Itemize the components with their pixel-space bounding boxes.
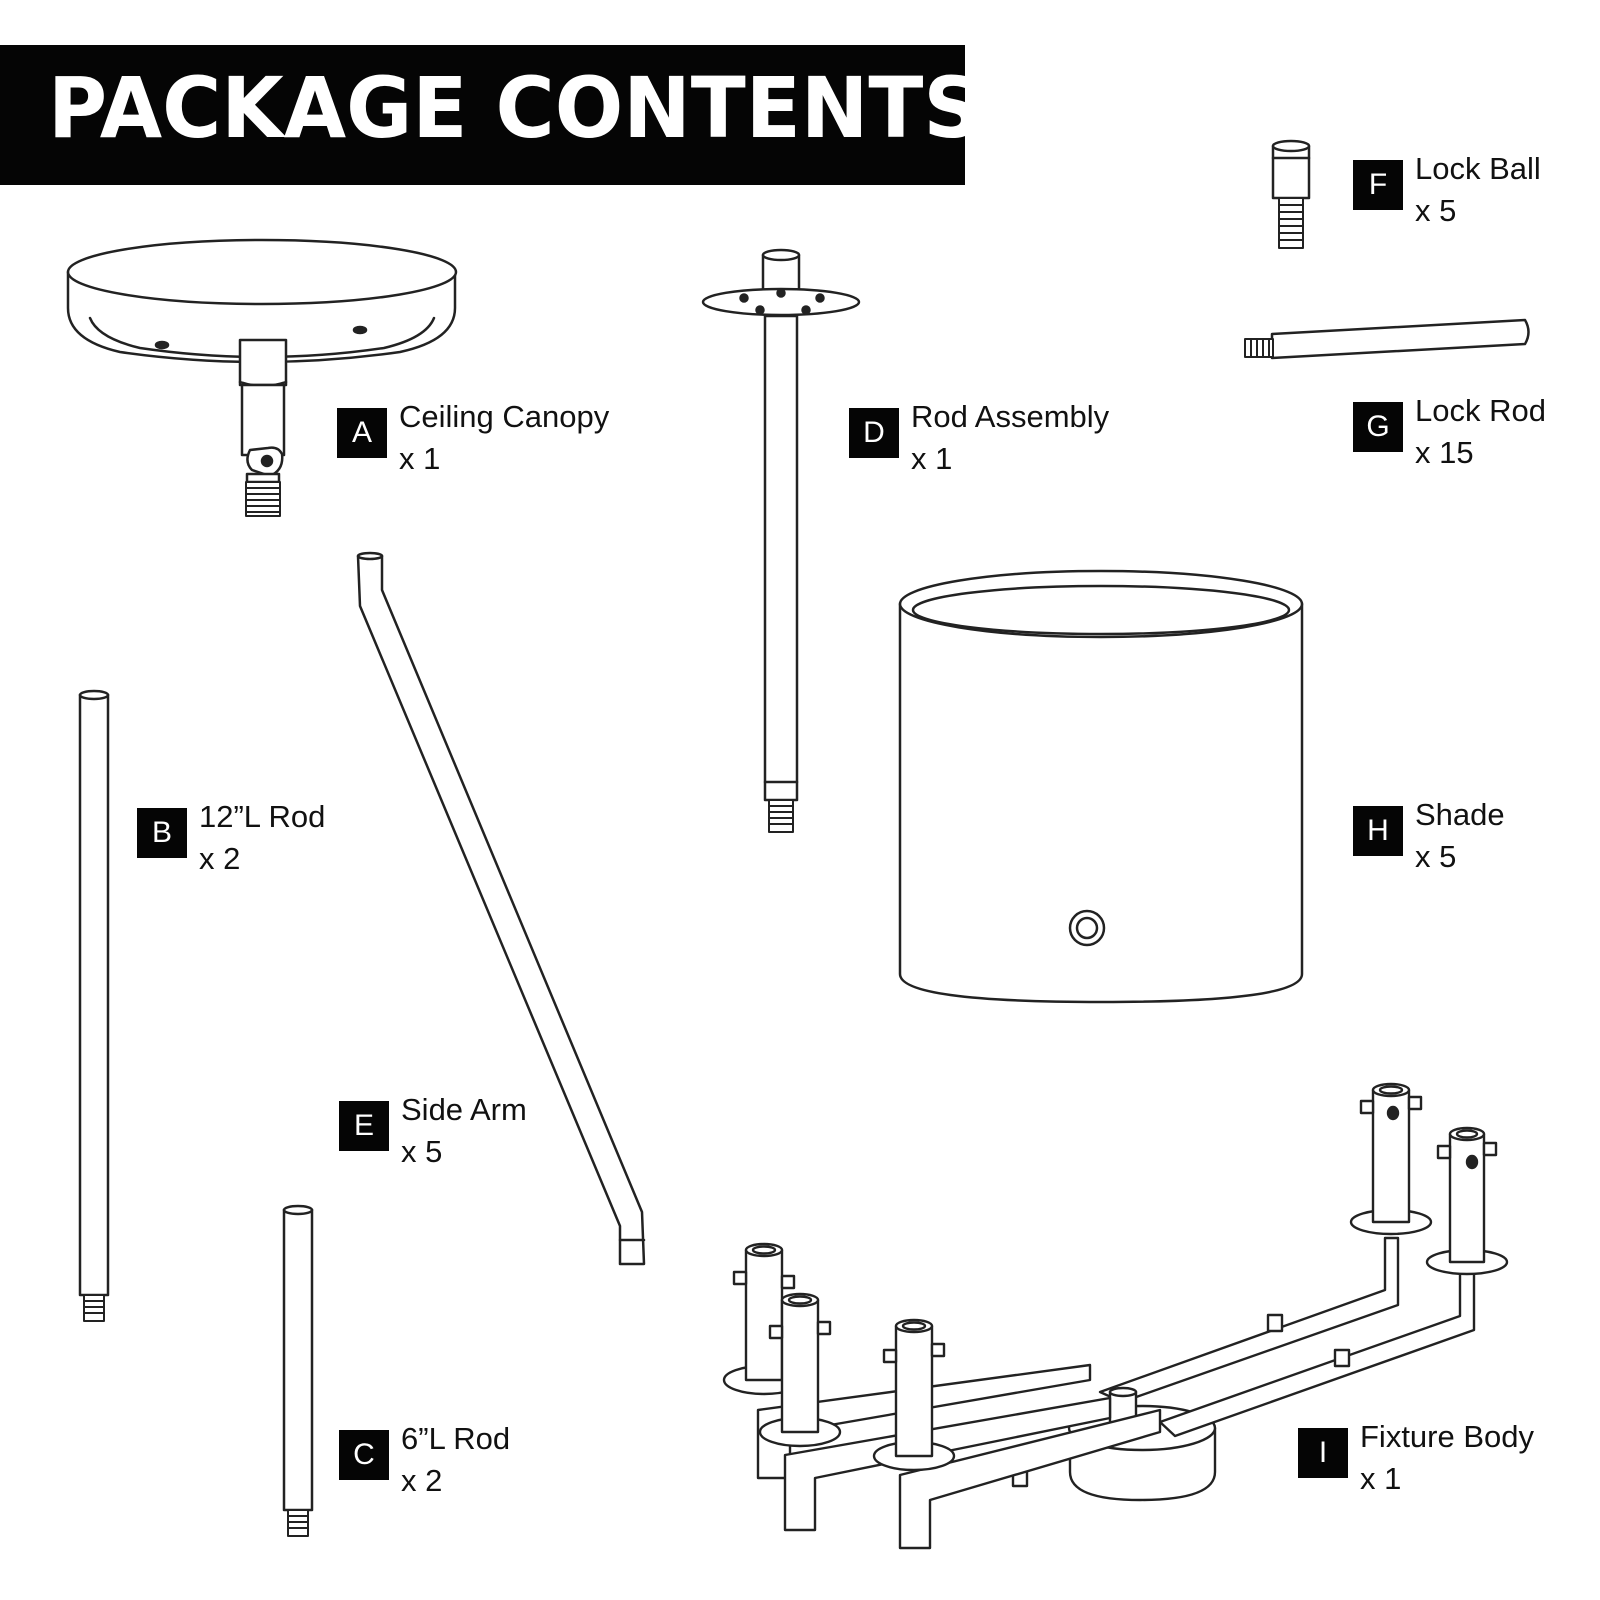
shade-drawing [898,569,1304,1004]
part-name: 12”L Rod [199,799,326,834]
fixture-body-drawing [722,1082,1509,1550]
part-label-d: D Rod Assembly x 1 [849,396,1109,480]
lock-ball-drawing [1271,139,1311,249]
part-letter-badge: B [137,808,187,858]
part-label-g: G Lock Rod x 15 [1353,390,1546,474]
part-letter-badge: G [1353,402,1403,452]
part-quantity: x 15 [1415,435,1474,470]
part-letter-badge: E [339,1101,389,1151]
part-quantity: x 1 [911,441,953,476]
part-name: Side Arm [401,1092,527,1127]
part-label-c: C 6”L Rod x 2 [339,1418,510,1502]
part-name: Lock Ball [1415,151,1541,186]
part-label-h: H Shade x 5 [1353,794,1505,878]
part-quantity: x 5 [401,1134,443,1169]
part-label-f: F Lock Ball x 5 [1353,148,1541,232]
part-quantity: x 1 [399,441,441,476]
side-arm-drawing [356,551,646,1266]
part-quantity: x 5 [1415,839,1457,874]
part-letter-badge: D [849,408,899,458]
part-name: 6”L Rod [401,1421,511,1456]
page-title: PACKAGE CONTENTS [48,59,982,157]
part-letter-badge: I [1298,1428,1348,1478]
part-quantity: x 1 [1360,1461,1402,1496]
title-banner: PACKAGE CONTENTS [0,45,981,185]
part-quantity: x 5 [1415,193,1457,228]
6-inch-rod-drawing [282,1204,314,1537]
12-inch-rod-drawing [78,689,110,1322]
part-letter-badge: F [1353,160,1403,210]
part-name: Fixture Body [1360,1419,1535,1454]
part-label-e: E Side Arm x 5 [339,1089,527,1173]
part-name: Rod Assembly [911,399,1110,434]
rod-assembly-drawing [701,248,861,833]
lock-rod-drawing [1244,318,1530,360]
part-name: Lock Rod [1415,393,1546,428]
part-quantity: x 2 [199,841,241,876]
part-name: Shade [1415,797,1505,832]
part-letter-badge: A [337,408,387,458]
ceiling-canopy-drawing [66,238,458,517]
part-letter-badge: H [1353,806,1403,856]
part-label-a: A Ceiling Canopy x 1 [337,396,609,480]
part-label-i: I Fixture Body x 1 [1298,1416,1534,1500]
part-label-b: B 12”L Rod x 2 [137,796,325,880]
part-name: Ceiling Canopy [399,399,610,434]
part-letter-badge: C [339,1430,389,1480]
part-quantity: x 2 [401,1463,443,1498]
